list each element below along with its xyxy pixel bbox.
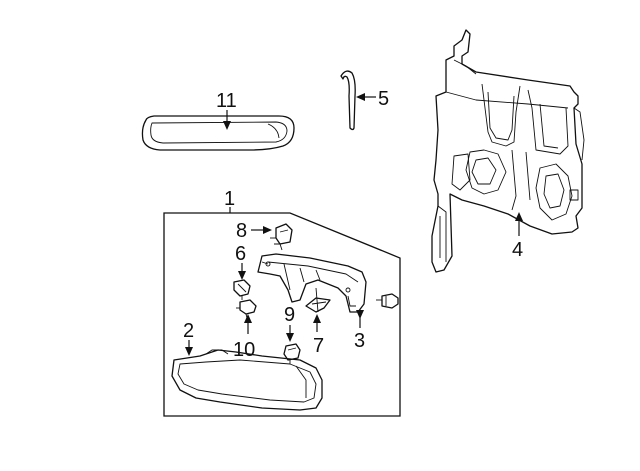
headlamp-lens <box>171 349 323 411</box>
callout-11: 11 <box>216 90 237 112</box>
bolt <box>376 293 399 309</box>
callout-2-group: 2 <box>183 320 194 356</box>
callout-4-group: 4 <box>512 212 523 261</box>
clip <box>305 287 331 313</box>
callout-10-group: 10 <box>233 314 255 361</box>
headlamp-bracket <box>257 253 367 313</box>
mounting-panel <box>431 29 585 273</box>
bulb <box>283 343 301 364</box>
callout-3-group: 3 <box>354 310 365 352</box>
callout-2: 2 <box>183 320 194 342</box>
callout-9: 9 <box>284 304 295 326</box>
side-marker-lamp <box>141 115 295 151</box>
callout-7: 7 <box>313 335 324 357</box>
callout-1: 1 <box>224 188 235 210</box>
adjuster <box>233 279 251 300</box>
callout-5-group: 5 <box>356 88 389 110</box>
callout-8-group: 8 <box>236 220 272 242</box>
callout-11-group: 11 <box>216 90 237 130</box>
callout-8: 8 <box>236 220 247 242</box>
bulb-socket <box>270 223 293 251</box>
callout-5: 5 <box>378 88 389 110</box>
callout-3: 3 <box>354 330 365 352</box>
callout-6: 6 <box>235 243 246 265</box>
callout-4: 4 <box>512 239 523 261</box>
callout-9-group: 9 <box>284 304 295 342</box>
callout-10: 10 <box>233 339 255 361</box>
wire-hook <box>340 70 356 131</box>
callout-1-group: 1 <box>224 188 235 213</box>
assembly-box <box>163 212 401 417</box>
callout-7-group: 7 <box>313 314 324 357</box>
callout-6-group: 6 <box>235 243 246 280</box>
